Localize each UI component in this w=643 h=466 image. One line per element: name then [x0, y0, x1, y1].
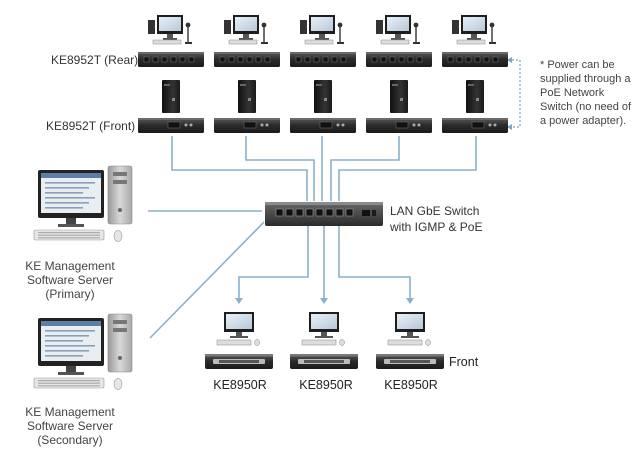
server-secondary-label-line: KE Management — [25, 405, 115, 419]
rx-keyboard-icon — [301, 339, 337, 346]
switch-port — [325, 208, 334, 217]
rx-label-3: KE8950R — [384, 378, 438, 392]
tx-desk-setup-1 — [138, 15, 204, 67]
speaker-icon — [452, 20, 459, 34]
server-secondary-computer — [33, 313, 133, 390]
receiver-station-1 — [205, 312, 273, 369]
cable-rx1 — [238, 226, 309, 300]
cable-tx1 — [171, 136, 308, 201]
cable-tx4 — [330, 136, 400, 201]
keyboard-icon — [228, 39, 258, 45]
tx-front-unit-1 — [138, 118, 204, 133]
tx-front-row — [138, 80, 508, 133]
rx-row — [205, 312, 444, 369]
cable-tx2 — [245, 136, 315, 201]
server-mouse-icon — [113, 378, 123, 390]
server-primary-label-line: KE Management — [25, 259, 115, 273]
tx-rear-unit-2 — [214, 52, 280, 67]
poe-note-line: Switch (no need of — [540, 101, 632, 113]
tx-desk-setup-5 — [442, 15, 508, 67]
server-primary-label-line: Software Server — [26, 273, 114, 287]
computer-tower-icon — [162, 80, 180, 113]
switch-port — [335, 208, 344, 217]
switch-port — [315, 208, 324, 217]
poe-note-line: PoE Network — [540, 87, 605, 99]
rx-unit-1 — [205, 354, 273, 369]
switch-port — [285, 208, 294, 217]
lan-switch — [265, 202, 383, 226]
cable-rx3 — [338, 226, 411, 300]
poe-note-line: supplied through a — [540, 73, 631, 85]
server-primary-label-line: (Primary) — [45, 287, 95, 301]
speaker-icon — [376, 20, 383, 34]
server-secondary-label-line: (Secondary) — [37, 433, 103, 447]
keyboard-icon — [152, 39, 182, 45]
rx-mouse-icon — [339, 339, 345, 346]
receiver-station-3 — [376, 312, 444, 369]
speaker-icon — [224, 20, 231, 34]
switch-port — [275, 208, 284, 217]
poe-note-line: a power adapter). — [540, 115, 627, 127]
tx-front-unit-5 — [442, 118, 508, 133]
tx-rear-unit-4 — [366, 52, 432, 67]
tx-rear-row — [138, 15, 508, 67]
computer-tower-icon — [238, 80, 256, 113]
keyboard-icon — [456, 39, 486, 45]
cable-tx5 — [338, 136, 477, 201]
rx-unit-3 — [376, 354, 444, 369]
poe-bracket — [512, 59, 521, 128]
tx-front-setup-4 — [366, 80, 432, 133]
rx-label-1: KE8950R — [213, 378, 267, 392]
switch-port — [295, 208, 304, 217]
poe-note-line: * Power can be — [540, 59, 615, 71]
switch-port — [345, 208, 354, 217]
rx-mouse-icon — [425, 339, 431, 346]
server-primary-computer — [33, 165, 133, 242]
tx-front-label: KE8952T (Front) — [46, 119, 136, 133]
server-mouse-icon — [113, 230, 123, 242]
cable-arrows — [235, 298, 414, 304]
speaker-icon — [300, 20, 307, 34]
tx-desk-setup-2 — [214, 15, 280, 67]
front-label: Front — [449, 355, 479, 369]
switch-label-line: LAN GbE Switch — [390, 204, 480, 218]
cables — [148, 136, 477, 339]
rx-label-2: KE8950R — [299, 378, 353, 392]
tx-front-setup-2 — [214, 80, 280, 133]
tx-front-unit-3 — [290, 118, 356, 133]
server-primary-label: KE Management Software Server (Primary) — [5, 259, 135, 301]
computer-tower-icon — [390, 80, 408, 113]
tx-rear-unit-1 — [138, 52, 204, 67]
keyboard-icon — [304, 39, 334, 45]
poe-note: * Power can be supplied through a PoE Ne… — [540, 58, 640, 128]
cable-server-secondary — [149, 221, 265, 339]
tx-desk-setup-4 — [366, 15, 432, 67]
keyboard-icon — [380, 39, 410, 45]
switch-label-line: with IGMP & PoE — [390, 220, 483, 234]
tx-front-unit-4 — [366, 118, 432, 133]
switch-label: LAN GbE Switch with IGMP & PoE — [390, 203, 482, 235]
tx-desk-setup-3 — [290, 15, 356, 67]
rx-keyboard-icon — [216, 339, 252, 346]
tx-front-setup-1 — [138, 80, 204, 133]
receiver-station-2 — [290, 312, 358, 369]
tx-rear-unit-5 — [442, 52, 508, 67]
tx-rear-label: KE8952T (Rear) — [51, 53, 139, 67]
rx-mouse-icon — [254, 339, 260, 346]
speaker-icon — [148, 20, 155, 34]
rx-keyboard-icon — [387, 339, 423, 346]
server-secondary-label-line: Software Server — [26, 419, 114, 433]
computer-tower-icon — [466, 80, 484, 113]
rx-unit-2 — [290, 354, 358, 369]
tx-front-setup-3 — [290, 80, 356, 133]
tx-front-unit-2 — [214, 118, 280, 133]
switch-port — [305, 208, 314, 217]
computer-tower-icon — [314, 80, 332, 113]
tx-front-setup-5 — [442, 80, 508, 133]
tx-rear-unit-3 — [290, 52, 356, 67]
server-secondary-label: KE Management Software Server (Secondary… — [5, 405, 135, 447]
